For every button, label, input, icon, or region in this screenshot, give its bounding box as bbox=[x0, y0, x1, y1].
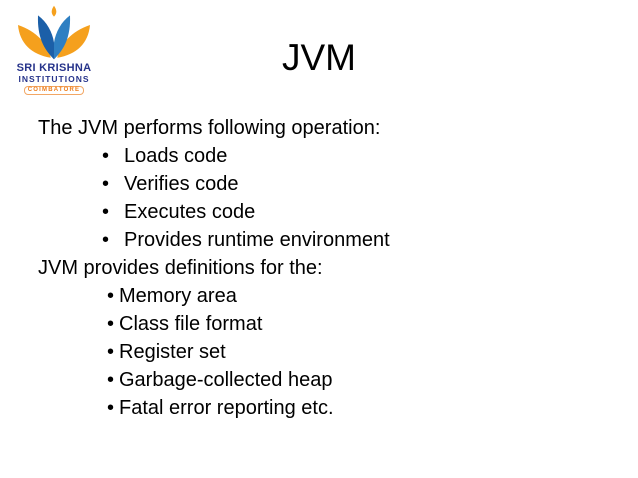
bullet-list-operations: • Loads code • Verifies code • Executes cod… bbox=[38, 142, 613, 254]
bullet-icon: • bbox=[107, 313, 115, 335]
list-item-fatal-error-reporting: •Fatal error reporting etc. bbox=[38, 394, 613, 422]
list-item-label: Register set bbox=[119, 341, 226, 363]
list-item-label: Provides runtime environment bbox=[124, 229, 390, 251]
list-item-executes-code: • Executes code bbox=[38, 198, 613, 226]
bullet-icon: • bbox=[107, 341, 115, 363]
list-item-loads-code: • Loads code bbox=[38, 142, 613, 170]
bullet-icon: • bbox=[102, 201, 110, 223]
list-item-label: Fatal error reporting etc. bbox=[119, 397, 334, 419]
bullet-icon: • bbox=[107, 397, 115, 419]
list-item-label: Executes code bbox=[124, 201, 256, 223]
list-item-label: Verifies code bbox=[124, 173, 239, 195]
list-item-provides-runtime: • Provides runtime environment bbox=[38, 226, 613, 254]
bullet-list-definitions: •Memory area •Class file format •Registe… bbox=[38, 282, 613, 422]
bullet-icon: • bbox=[102, 173, 110, 195]
sri-krishna-flower-icon bbox=[18, 5, 90, 60]
bullet-icon: • bbox=[107, 369, 115, 391]
sri-krishna-logo: SRI KRISHNA INSTITUTIONS COIMBATORE bbox=[8, 5, 100, 95]
list-item-memory-area: •Memory area bbox=[38, 282, 613, 310]
intro-line-definitions: JVM provides definitions for the: bbox=[38, 257, 323, 279]
list-item-register-set: •Register set bbox=[38, 338, 613, 366]
list-item-label: Memory area bbox=[119, 285, 237, 307]
bullet-icon: • bbox=[102, 145, 110, 167]
logo-text-coimbatore: COIMBATORE bbox=[23, 85, 85, 95]
bullet-icon: • bbox=[102, 229, 110, 251]
list-item-label: Class file format bbox=[119, 313, 263, 335]
list-item-garbage-collected-heap: •Garbage-collected heap bbox=[38, 366, 613, 394]
list-item-label: Garbage-collected heap bbox=[119, 369, 333, 391]
slide-body: The JVM performs following operation: • L… bbox=[38, 114, 613, 422]
intro-line-operations: The JVM performs following operation: bbox=[38, 117, 381, 139]
logo-text-sri-krishna: SRI KRISHNA bbox=[16, 62, 92, 74]
list-item-label: Loads code bbox=[124, 145, 228, 167]
logo-text-institutions: INSTITUTIONS bbox=[18, 74, 90, 84]
slide-title: JVM bbox=[282, 37, 356, 78]
bullet-icon: • bbox=[107, 285, 115, 307]
list-item-class-file-format: •Class file format bbox=[38, 310, 613, 338]
list-item-verifies-code: • Verifies code bbox=[38, 170, 613, 198]
